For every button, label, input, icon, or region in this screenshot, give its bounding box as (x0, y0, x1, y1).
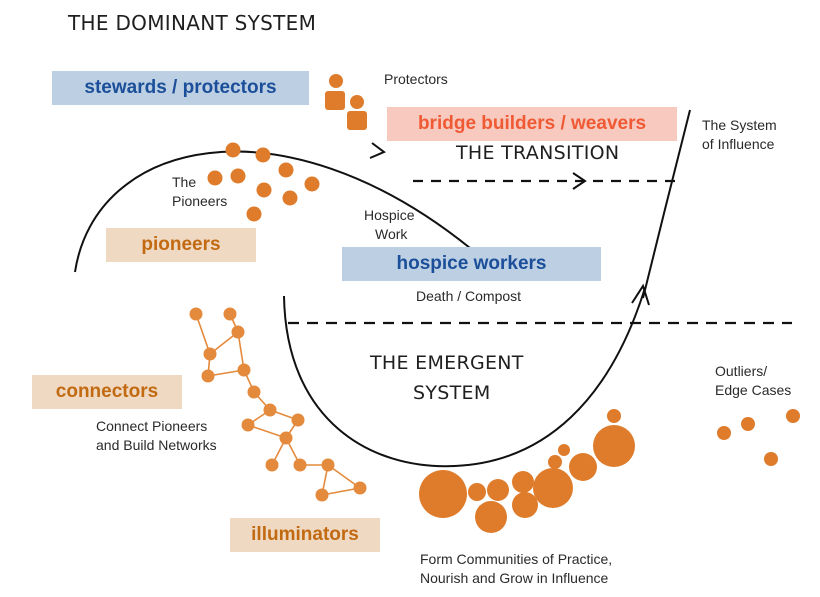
title-dominant-system: THE DOMINANT SYSTEM (68, 11, 317, 35)
emergent-system-curve (283, 287, 646, 468)
protectors-icon (325, 74, 367, 130)
emergent-curve-arrowhead (631, 283, 650, 306)
label-the-pioneers-1: The (172, 174, 197, 190)
label-outliers-1: Outliers/ (715, 363, 768, 379)
title-transition: THE TRANSITION (456, 142, 620, 164)
connectors-nodes (189, 307, 367, 502)
role-illuminators: illuminators (230, 518, 380, 552)
label-the-pioneers-2: Pioneers (172, 193, 228, 209)
label-hospice-work-2: Work (375, 226, 408, 242)
system-of-influence-curve (642, 109, 691, 299)
role-stewards-protectors: stewards / protectors (52, 71, 309, 105)
label-system-of-influence-1: The System (702, 117, 777, 133)
label-connect-pioneers-1: Connect Pioneers (96, 418, 208, 434)
dominant-curve-arrowhead (369, 142, 386, 159)
role-pioneers: pioneers (106, 228, 256, 262)
label-protectors: Protectors (384, 71, 448, 87)
label-communities-2: Nourish and Grow in Influence (420, 570, 609, 586)
title-emergent-line2: SYSTEM (413, 382, 491, 404)
label-system-of-influence-2: of Influence (702, 136, 775, 152)
title-emergent-line1: THE EMERGENT (370, 352, 524, 374)
label-death-compost: Death / Compost (416, 288, 522, 304)
communities-of-practice-blobs (419, 409, 635, 533)
role-bridge-builders-weavers: bridge builders / weavers (387, 107, 677, 141)
connectors-network (195, 313, 361, 496)
dominant-system-curve (74, 150, 471, 273)
pioneers-dots (207, 142, 320, 222)
label-connect-pioneers-2: and Build Networks (96, 437, 217, 453)
label-outliers-2: Edge Cases (715, 382, 792, 398)
role-connectors: connectors (32, 375, 182, 409)
label-communities-1: Form Communities of Practice, (420, 551, 613, 567)
transition-arrowhead (572, 172, 587, 190)
role-hospice-workers: hospice workers (342, 247, 601, 281)
outlier-dots (717, 409, 800, 466)
label-hospice-work-1: Hospice (364, 207, 415, 223)
